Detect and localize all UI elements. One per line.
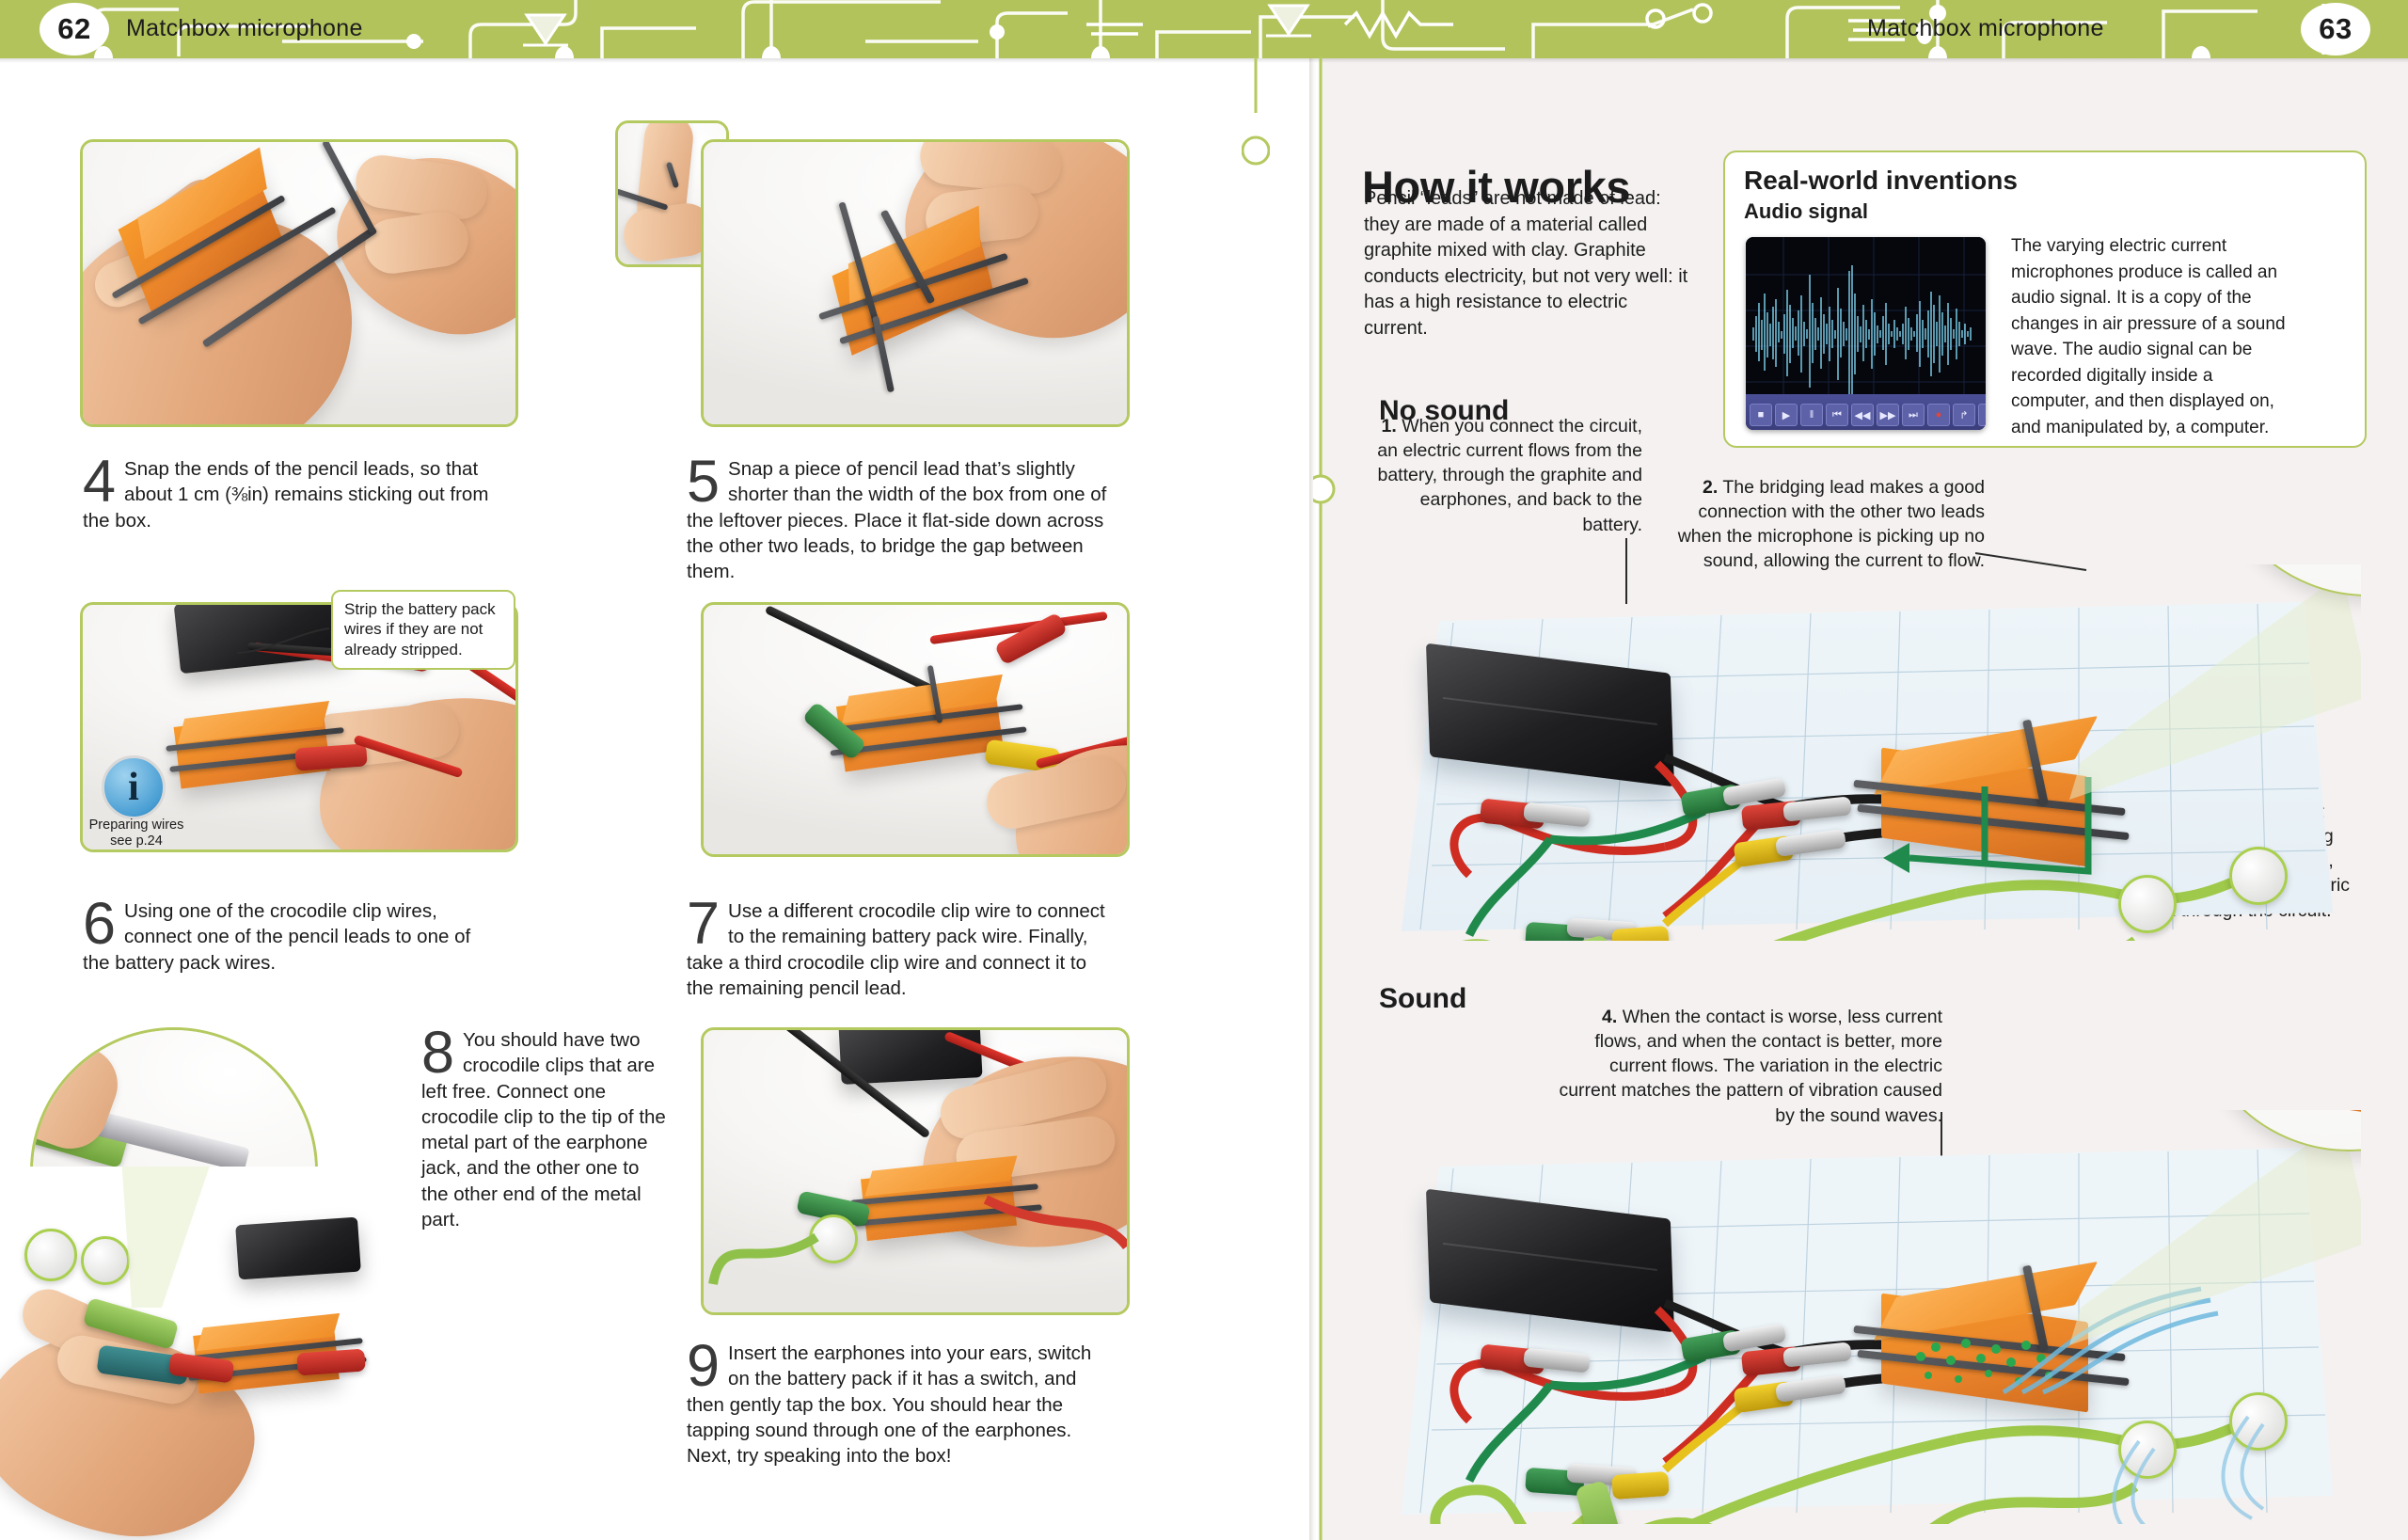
skip-end-icon[interactable]: ⏭ xyxy=(1902,404,1925,426)
photo-step-8-scene xyxy=(0,1167,715,1540)
step-number-8: 8 xyxy=(421,1020,455,1086)
section-heading-no-sound: No sound xyxy=(1379,394,1510,426)
photo-step-5 xyxy=(701,139,1130,427)
magnifier-cone xyxy=(121,1167,210,1308)
photo-step-9-earphone-wire xyxy=(708,1195,1127,1285)
rewind-icon[interactable]: ◀◀ xyxy=(1851,404,1874,426)
step-text-9: Insert the earphones into your ears, swi… xyxy=(687,1342,1092,1467)
magnifier-cone-no-sound xyxy=(2069,574,2361,800)
page-header-banner xyxy=(0,0,2408,58)
section-heading-sound: Sound xyxy=(1379,982,1467,1014)
photo-step-9-image xyxy=(704,1030,1127,1312)
step-number-9: 9 xyxy=(687,1333,721,1399)
step-text-4: Snap the ends of the pencil leads, so th… xyxy=(83,458,489,532)
magnified-sound-waves xyxy=(2194,1110,2361,1150)
step-caption-5: 5 Snap a piece of pencil lead that’s sli… xyxy=(687,449,1115,584)
annotation-2: 2. The bridging lead makes a good connec… xyxy=(1654,475,1985,574)
diagram-no-sound xyxy=(1383,564,2361,941)
step-number-5: 5 xyxy=(687,449,721,515)
step-number-4: 4 xyxy=(83,449,117,515)
callout-leader-line xyxy=(236,627,330,654)
info-badge-line2: see p.24 xyxy=(110,833,163,849)
annotation-2-leader xyxy=(1975,552,2087,571)
running-head-right: Matchbox microphone xyxy=(1867,15,2104,41)
photo-callout-text: Strip the battery pack wires if they are… xyxy=(344,600,496,659)
pause-icon[interactable]: ‖ xyxy=(1800,404,1823,426)
loop-icon[interactable]: ↱ xyxy=(1953,404,1975,426)
step-text-5: Snap a piece of pencil lead that’s sligh… xyxy=(687,458,1107,582)
earphone-sound-ripples xyxy=(2112,1415,2265,1524)
step-caption-9: 9 Insert the earphones into your ears, s… xyxy=(687,1333,1115,1469)
annotation-1-text: When you connect the circuit, an electri… xyxy=(1377,416,1642,535)
stop-icon[interactable]: ■ xyxy=(1750,404,1772,426)
current-flow-arrow xyxy=(1883,777,2092,875)
annotation-2-text: The bridging lead makes a good connectio… xyxy=(1677,477,1985,572)
real-world-body: The varying electric current microphones… xyxy=(2011,236,2286,437)
audio-waveform-screenshot: ■ ▶ ‖ ⏮ ◀◀ ▶▶ ⏭ ● ↱ ◇ xyxy=(1746,237,1986,430)
annotation-1-leader xyxy=(1625,538,1627,604)
photo-step-5-image xyxy=(704,142,1127,424)
info-icon: i xyxy=(102,755,166,819)
info-badge-line1: Preparing wires xyxy=(88,818,184,833)
step-text-8: You should have two crocodile clips that… xyxy=(421,1029,666,1230)
annotation-2-number: 2. xyxy=(1703,477,1719,498)
annotation-4-number: 4. xyxy=(1602,1007,1618,1027)
step-number-7: 7 xyxy=(687,891,721,957)
photo-callout-strip-wires: Strip the battery pack wires if they are… xyxy=(331,590,515,670)
how-it-works-intro: Pencil “leads” are not made of lead: the… xyxy=(1364,188,1688,339)
fast-forward-icon[interactable]: ▶▶ xyxy=(1877,404,1899,426)
how-it-works-title: How it works xyxy=(1362,162,1631,213)
annotation-1-number: 1. xyxy=(1381,416,1397,437)
annotation-4: 4. When the contact is worse, less curre… xyxy=(1557,1005,1942,1128)
step-caption-6: 6 Using one of the crocodile clip wires,… xyxy=(83,891,478,976)
step-caption-4: 4 Snap the ends of the pencil leads, so … xyxy=(83,449,497,533)
page-number-right: 63 xyxy=(2301,3,2370,56)
record-icon[interactable]: ● xyxy=(1927,404,1950,426)
real-world-title: Real-world inventions xyxy=(1744,166,2018,195)
step-caption-8: 8 You should have two crocodile clips th… xyxy=(421,1020,666,1232)
annotation-4-leader xyxy=(1941,1112,1942,1161)
left-page-rule xyxy=(1242,56,1270,166)
info-badge-caption: Preparing wires see p.24 xyxy=(83,818,192,849)
step-number-6: 6 xyxy=(83,891,117,957)
audio-player-buttons[interactable]: ■ ▶ ‖ ⏮ ◀◀ ▶▶ ⏭ ● ↱ ◇ xyxy=(1750,404,1986,426)
play-icon[interactable]: ▶ xyxy=(1775,404,1798,426)
photo-step-4 xyxy=(80,139,518,427)
diagram-sound xyxy=(1383,1110,2361,1524)
zoom-icon[interactable]: ◇ xyxy=(1978,404,1986,426)
magnified-view-sound xyxy=(2192,1110,2361,1151)
running-head-left: Matchbox microphone xyxy=(126,15,363,41)
annotation-1: 1. When you connect the circuit, an elec… xyxy=(1368,414,1642,537)
real-world-subtitle: Audio signal xyxy=(1744,199,1868,223)
step-text-6: Using one of the crocodile clip wires, c… xyxy=(83,900,471,974)
skip-start-icon[interactable]: ⏮ xyxy=(1826,404,1848,426)
right-page-rule xyxy=(1313,56,1336,1540)
photo-step-7-image xyxy=(704,605,1127,854)
step-caption-7: 7 Use a different crocodile clip wire to… xyxy=(687,891,1115,1001)
photo-step-4-image xyxy=(83,142,515,424)
photo-step-9 xyxy=(701,1027,1130,1315)
page-number-left: 62 xyxy=(40,3,109,56)
banner-shadow xyxy=(0,58,2408,63)
annotation-4-text: When the contact is worse, less current … xyxy=(1559,1007,1942,1126)
photo-step-7 xyxy=(701,602,1130,857)
step-text-7: Use a different crocodile clip wire to c… xyxy=(687,900,1105,999)
magnifier-cone-sound xyxy=(2069,1119,2361,1345)
